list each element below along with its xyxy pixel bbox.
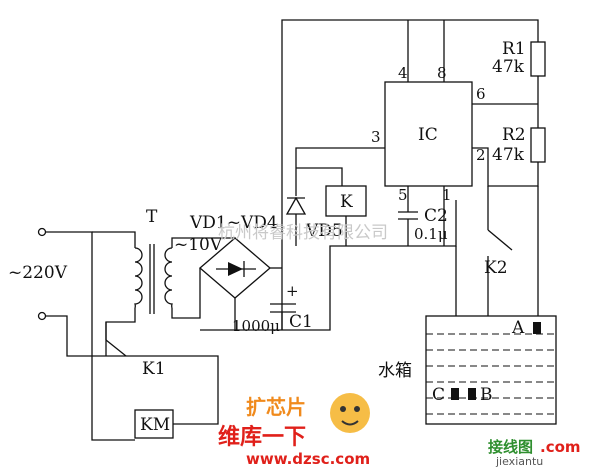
probe-b <box>468 388 476 400</box>
relay-contact-k1 <box>105 322 127 357</box>
relay-k <box>325 185 367 217</box>
wire-primary-bottom <box>105 308 136 356</box>
wire-secondary-bottom <box>171 268 201 319</box>
r2-name: R2 <box>502 125 526 145</box>
watermark-company: 杭州将睿科技有限公司 <box>218 223 388 243</box>
k1-label: K1 <box>142 359 166 379</box>
ac-terminal-top <box>37 227 47 237</box>
diode-vd5 <box>285 196 307 246</box>
transformer-secondary-coil <box>164 247 173 309</box>
wire-ground-rail <box>282 200 457 331</box>
c2-name: C2 <box>424 206 448 226</box>
vd5-label: VD5 <box>305 221 343 241</box>
transformer-label: T <box>146 207 158 227</box>
km-label: KM <box>140 415 170 435</box>
brand-main-text: 维库一下 <box>218 424 306 450</box>
corner-watermark: 接线图 .com jiexiantu <box>488 438 581 468</box>
ic-pin-2: 2 <box>476 146 486 164</box>
ic-pin-3: 3 <box>371 128 381 146</box>
bridge-rectifier <box>199 237 271 299</box>
ic-pin-4: 4 <box>398 64 408 82</box>
c2-value: 0.1μ <box>414 225 448 243</box>
secondary-voltage-label: ~10V <box>174 235 223 255</box>
r1-name: R1 <box>502 39 526 59</box>
ic-label: IC <box>418 125 438 145</box>
r1-value: 47k <box>492 57 525 77</box>
r2-value: 47k <box>492 145 525 165</box>
k2-label: K2 <box>484 258 508 278</box>
wire-relay-top <box>296 167 343 186</box>
brand-url-text: www.dzsc.com <box>246 450 370 468</box>
c1-value: 1000μ <box>232 317 280 335</box>
probe-b-label: B <box>480 385 493 405</box>
c1-plus: + <box>286 282 299 300</box>
wire-primary-top <box>92 231 136 248</box>
probe-c-label: C <box>432 385 445 405</box>
probe-a-label: A <box>511 318 525 338</box>
contactor-km <box>134 409 174 439</box>
ac-input-label: ~220V <box>8 263 68 283</box>
transformer-primary-coil <box>134 247 143 309</box>
brand-watermark: 扩芯片 维库一下 www.dzsc.com <box>218 393 370 468</box>
mascot-icon <box>330 393 370 433</box>
capacitor-c1 <box>270 303 296 330</box>
ac-terminal-bottom <box>37 311 47 321</box>
relay-k-label: K <box>340 192 353 212</box>
resistor-r2 <box>530 127 546 163</box>
wire-ac-right <box>46 315 134 357</box>
corner-cn-text: 接线图 <box>488 438 533 456</box>
probe-a <box>533 322 541 334</box>
ic-pin-1: 1 <box>442 186 452 204</box>
wire-pin3 <box>295 147 385 196</box>
bridge-label: VD1~VD4 <box>189 213 278 233</box>
ic-pin-5: 5 <box>398 186 408 204</box>
ic-pin-6: 6 <box>476 85 486 103</box>
ic-pin-8: 8 <box>437 64 447 82</box>
capacitor-c2 <box>398 211 418 246</box>
wire-positive-rail <box>281 19 539 330</box>
transformer-t <box>134 244 173 314</box>
wire-k1-km <box>134 355 219 425</box>
c1-name: C1 <box>289 312 313 332</box>
wire-ac-left <box>46 231 135 441</box>
corner-url-text: jiexiantu <box>495 455 543 468</box>
resistor-r1 <box>530 41 546 77</box>
probe-c <box>451 388 459 400</box>
brand-top-text: 扩芯片 <box>246 395 306 419</box>
corner-com-text: .com <box>540 438 581 456</box>
ic-555 <box>384 81 473 187</box>
tank-label: 水箱 <box>378 361 412 381</box>
